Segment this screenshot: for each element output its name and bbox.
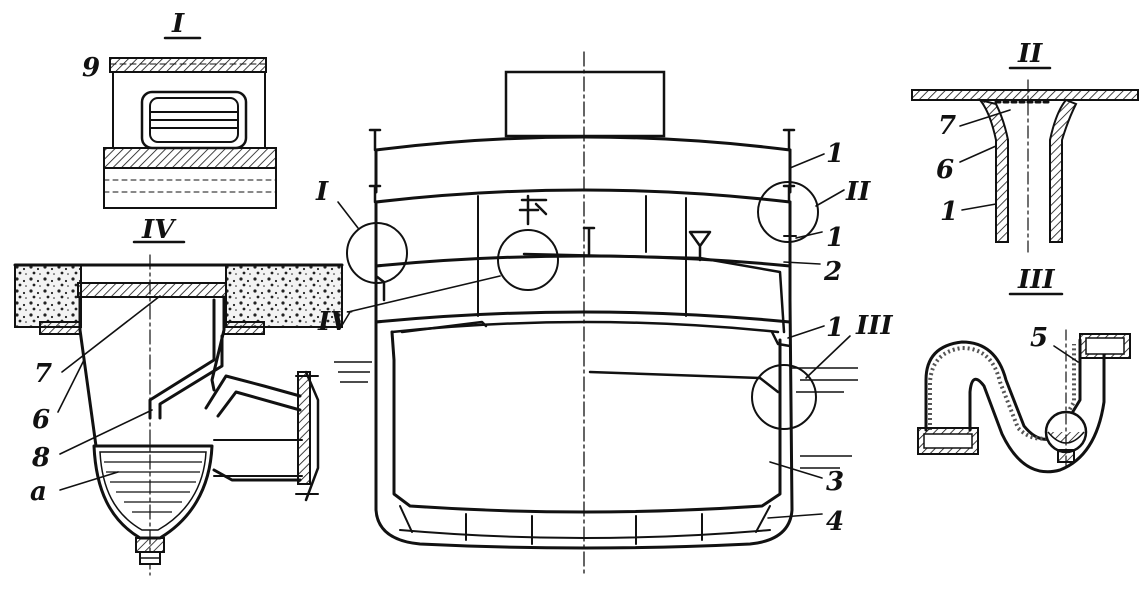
hull-label-2: 2 xyxy=(823,257,842,287)
hull-label-1-top: 1 xyxy=(826,139,844,169)
hull-section: I II III IV 1 1 1 2 3 4 xyxy=(315,51,893,576)
detail-title-I: I xyxy=(171,9,185,39)
detail-I-label-9: 9 xyxy=(82,53,100,83)
callout-circle-II xyxy=(757,181,819,243)
callout-label-IV: IV xyxy=(317,307,353,337)
detail-IV-label-8: 8 xyxy=(31,443,50,473)
detail-I: I 9 xyxy=(82,9,277,209)
callout-label-I: I xyxy=(315,177,329,207)
hull-label-3: 3 xyxy=(826,467,844,497)
callout-label-II: II xyxy=(845,177,871,207)
callout-circle-III xyxy=(751,364,817,430)
detail-IV: IV xyxy=(13,215,344,576)
detail-title-III: III xyxy=(1017,265,1055,295)
detail-title-IV: IV xyxy=(141,215,177,245)
hull-label-1-low: 1 xyxy=(826,313,844,343)
detail-II-label-6: 6 xyxy=(936,155,954,185)
detail-III: III 5 xyxy=(917,265,1131,474)
detail-II-label-7: 7 xyxy=(938,111,956,141)
detail-III-label-5: 5 xyxy=(1030,323,1048,353)
detail-II: II 7 6 1 xyxy=(911,39,1139,253)
detail-title-II: II xyxy=(1017,39,1043,69)
callout-circle-IV xyxy=(497,229,559,291)
detail-II-label-1: 1 xyxy=(940,197,958,227)
hull-label-1-mid: 1 xyxy=(826,223,844,253)
detail-IV-label-6: 6 xyxy=(32,405,50,435)
callout-circle-I xyxy=(346,222,408,284)
hull-label-4: 4 xyxy=(826,507,844,537)
detail-IV-label-7: 7 xyxy=(34,359,52,389)
detail-IV-label-a: a xyxy=(30,477,47,507)
callout-label-III: III xyxy=(855,311,893,341)
